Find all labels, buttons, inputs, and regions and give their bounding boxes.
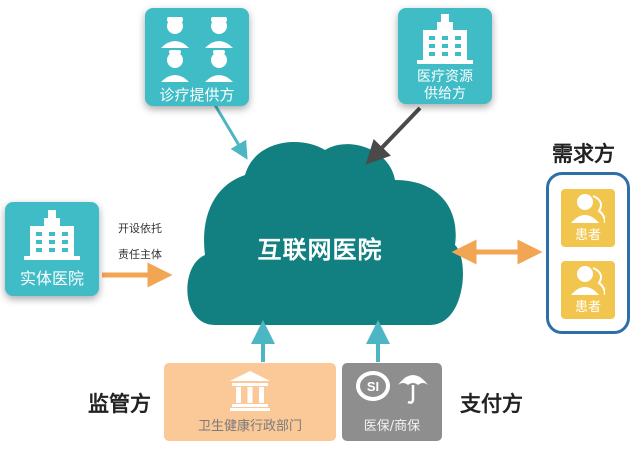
cloud-title: 互联网医院 bbox=[257, 236, 383, 264]
demand-group: 患者 患者 bbox=[546, 172, 630, 334]
medical-provider-label: 诊疗提供方 bbox=[159, 86, 235, 104]
patient-card: 患者 bbox=[561, 189, 615, 247]
arrow-provider-to-cloud bbox=[213, 104, 248, 160]
resource-provider-label-2: 供给方 bbox=[424, 86, 466, 102]
physical-hospital-label: 实体医院 bbox=[19, 269, 84, 288]
relation-label-2: 责任主体 bbox=[118, 248, 162, 261]
social-insurance-icon: SI bbox=[356, 371, 390, 401]
medical-provider-tile: 诊疗提供方 bbox=[145, 8, 249, 106]
hospital-icon bbox=[417, 14, 473, 64]
payer-label: 医保/商保 bbox=[363, 419, 421, 434]
svg-text:SI: SI bbox=[367, 379, 379, 394]
regulator-tile: 卫生健康行政部门 bbox=[164, 363, 336, 441]
resource-provider-label-1: 医疗资源 bbox=[417, 69, 473, 85]
patient-card: 患者 bbox=[561, 261, 615, 319]
arrow-resources-to-cloud bbox=[365, 106, 422, 165]
regulator-label: 卫生健康行政部门 bbox=[197, 419, 302, 434]
patient-label: 患者 bbox=[574, 228, 601, 243]
regulator-heading: 监管方 bbox=[88, 392, 151, 416]
demand-heading: 需求方 bbox=[552, 142, 615, 166]
government-building-icon bbox=[230, 371, 270, 411]
resource-provider-tile: 医疗资源 供给方 bbox=[398, 8, 492, 104]
payer-tile: SI 医保/商保 bbox=[342, 363, 442, 441]
relation-label-1: 开设依托 bbox=[118, 222, 162, 235]
cloud-shape bbox=[187, 142, 463, 325]
doctors-nurses-icon bbox=[161, 17, 233, 82]
hospital-icon bbox=[24, 210, 80, 260]
patient-label: 患者 bbox=[574, 300, 601, 315]
umbrella-icon bbox=[398, 375, 428, 404]
payer-heading: 支付方 bbox=[460, 392, 523, 416]
user-icon bbox=[571, 266, 605, 295]
user-icon bbox=[571, 194, 605, 223]
physical-hospital-tile: 实体医院 bbox=[5, 202, 99, 296]
